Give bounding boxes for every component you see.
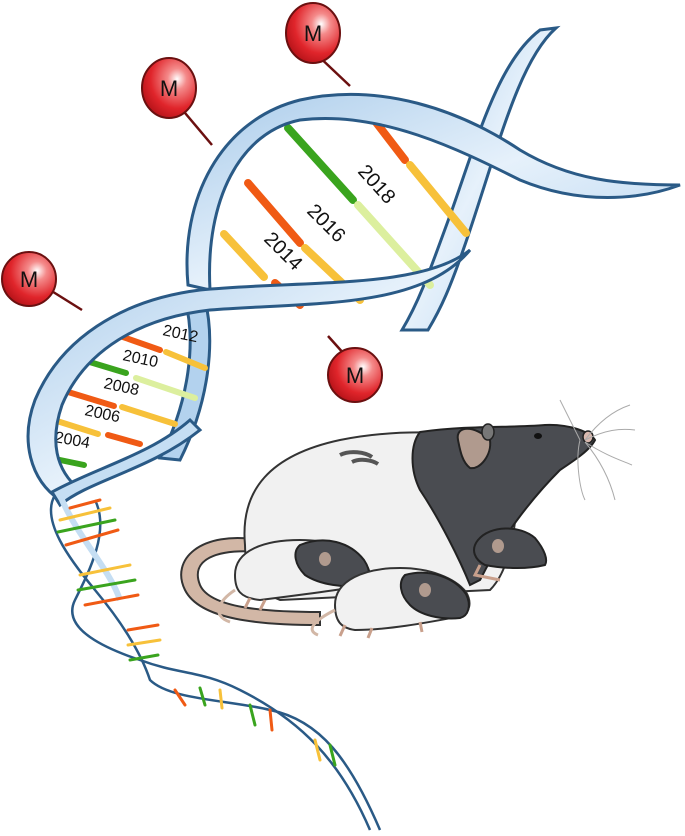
svg-text:M: M xyxy=(160,76,178,101)
helix-back-strand xyxy=(399,25,561,332)
svg-text:M: M xyxy=(304,21,322,46)
year-label-2004: 2004 xyxy=(53,429,91,452)
helix-front-strand-lower xyxy=(49,417,203,508)
methyl-marker-2: M xyxy=(141,57,197,119)
helix-tail xyxy=(49,494,382,831)
methyl-marker-1: M xyxy=(285,2,341,64)
year-label-2014: 2014 xyxy=(259,228,306,275)
methyl-markers: M M M M xyxy=(1,2,383,403)
helix-back-strand-lower xyxy=(157,298,212,462)
helix-tail-base-pairs xyxy=(56,498,337,767)
rat-pup-3 xyxy=(472,527,548,582)
year-label-2018: 2018 xyxy=(353,161,399,209)
rat-pup-2 xyxy=(310,566,471,639)
svg-text:M: M xyxy=(346,363,364,388)
methyl-marker-3: M xyxy=(1,251,57,307)
year-label-2016: 2016 xyxy=(302,200,349,247)
helix-front-strand-upper xyxy=(185,93,681,292)
svg-text:M: M xyxy=(20,267,38,292)
methyl-marker-4: M xyxy=(327,347,383,403)
